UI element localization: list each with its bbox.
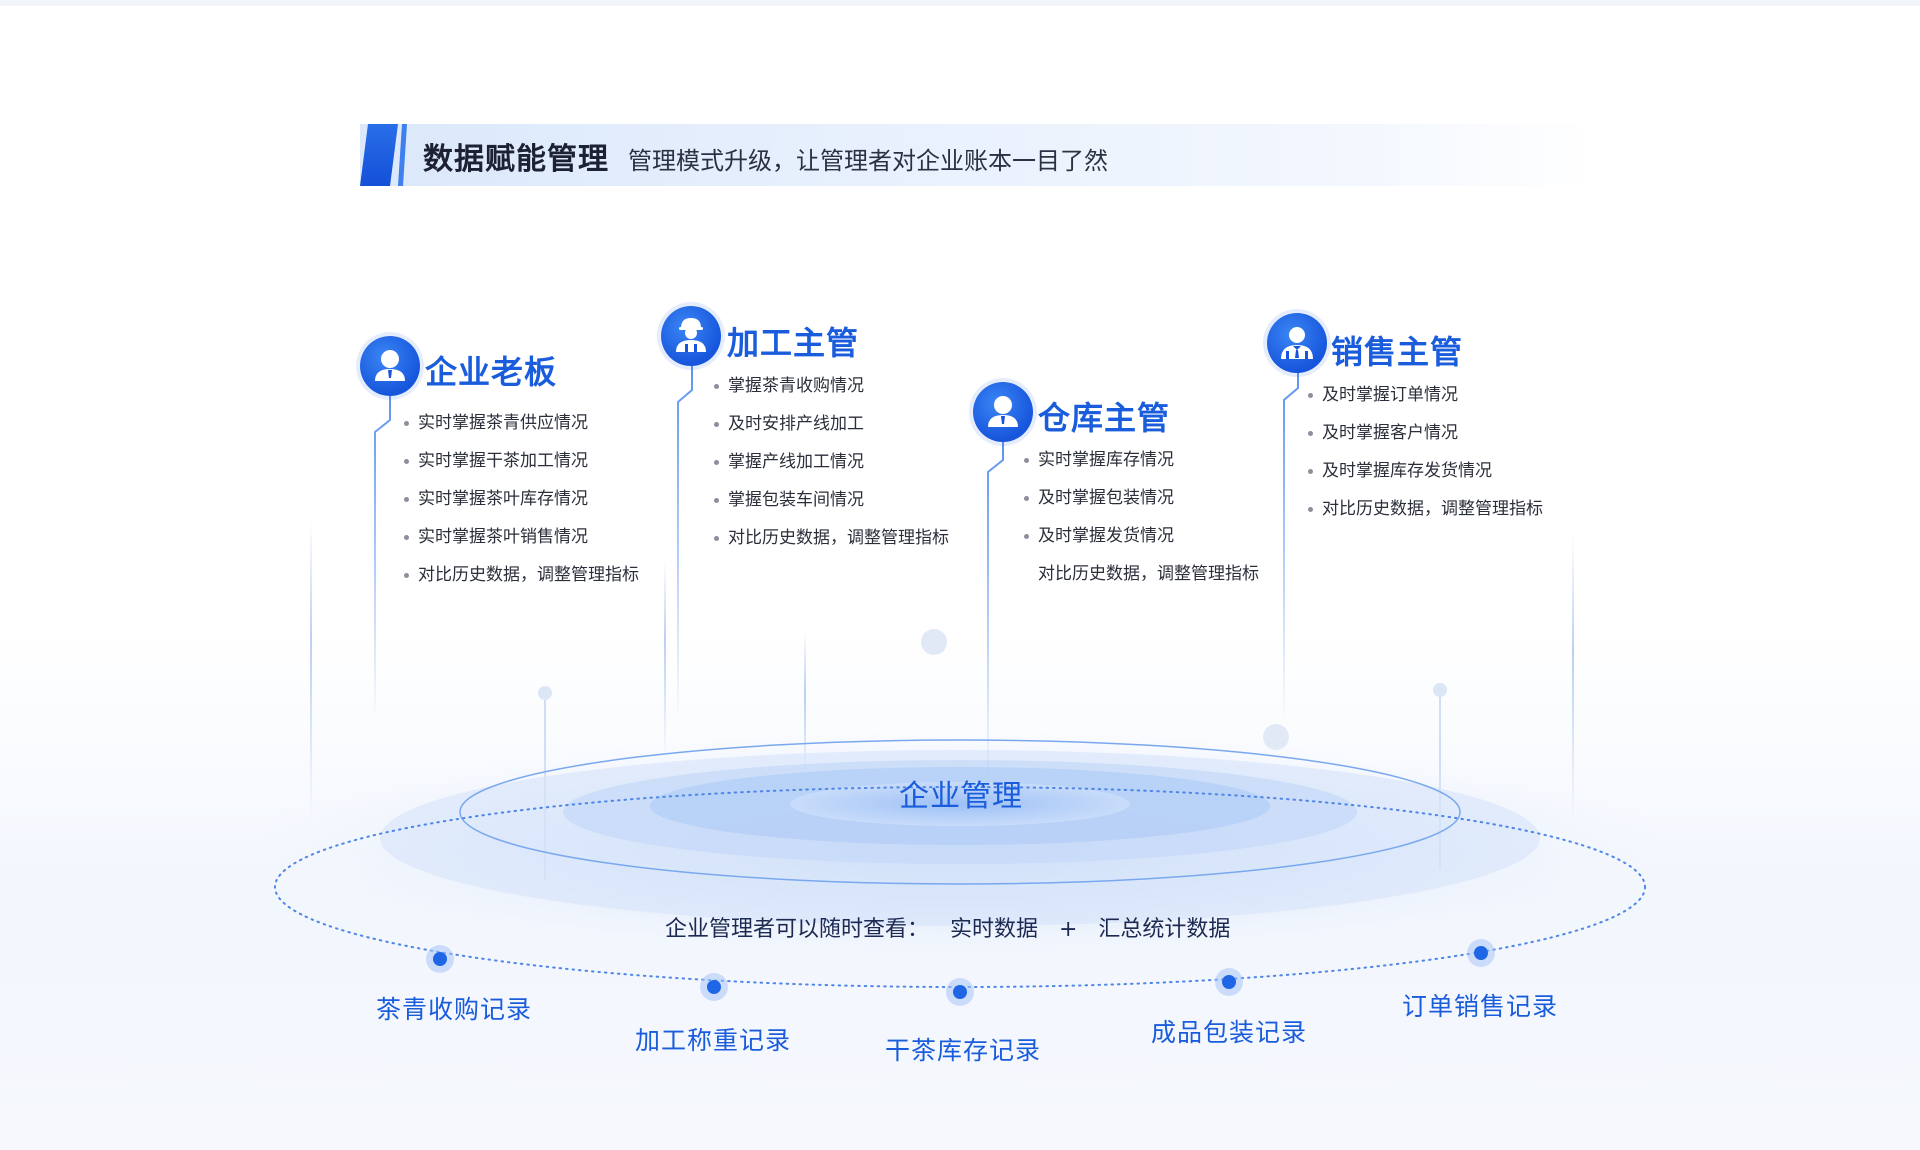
list-item: 对比历史数据，调整管理指标 [714,519,949,557]
list-item: 掌握产线加工情况 [714,443,949,481]
role-list-processing: 掌握茶青收购情况 及时安排产线加工 掌握产线加工情况 掌握包装车间情况 对比历史… [714,367,949,557]
role-title-boss: 企业老板 [425,353,558,391]
center-label: 企业管理 [899,779,1023,814]
list-item: 实时掌握茶叶销售情况 [404,518,639,556]
summary-realtime: 实时数据 [950,917,1039,942]
role-list-boss: 实时掌握茶青供应情况 实时掌握干茶加工情况 实时掌握茶叶库存情况 实时掌握茶叶销… [404,404,639,594]
role-title-warehouse: 仓库主管 [1038,399,1171,437]
list-item: 掌握茶青收购情况 [714,367,949,405]
top-divider [0,0,1920,6]
record-label-dry-tea-stock: 干茶库存记录 [885,1036,1042,1065]
list-item: 及时掌握包装情况 [1024,479,1259,517]
list-item: 实时掌握干茶加工情况 [404,442,639,480]
list-item: 对比历史数据，调整管理指标 [1038,564,1259,584]
header-banner [360,124,1595,186]
list-item: 实时掌握库存情况 [1024,441,1259,479]
role-list-sales: 及时掌握订单情况 及时掌握客户情况 及时掌握库存发货情况 对比历史数据，调整管理… [1308,376,1543,528]
header-accent-stripe [398,124,407,186]
user-icon [973,382,1033,442]
summary-aggregate: 汇总统计数据 [1098,917,1231,942]
list-item: 及时掌握客户情况 [1308,414,1543,452]
worker-icon [661,306,721,366]
list-item: 掌握包装车间情况 [714,481,949,519]
list-item: 及时安排产线加工 [714,405,949,443]
role-list-warehouse: 实时掌握库存情况 及时掌握包装情况 及时掌握发货情况 对比历史数据，调整管理指标 [1024,441,1259,593]
manager-icon [1267,313,1327,373]
summary-text: 企业管理者可以随时查看： 实时数据 + 汇总统计数据 [665,911,1230,943]
role-title-processing: 加工主管 [727,324,860,362]
list-item: 及时掌握发货情况 [1024,517,1259,555]
page-title: 数据赋能管理 [423,142,609,177]
list-item: 实时掌握茶叶库存情况 [404,480,639,518]
summary-prefix: 企业管理者可以随时查看： [665,917,930,942]
record-label-processing-weigh: 加工称重记录 [635,1026,792,1055]
record-label-sales-order: 订单销售记录 [1402,992,1559,1021]
list-item: 实时掌握茶青供应情况 [404,404,639,442]
list-item: 对比历史数据，调整管理指标 [1308,490,1543,528]
user-icon [360,336,420,396]
record-label-packaging: 成品包装记录 [1151,1018,1308,1047]
list-item: 对比历史数据，调整管理指标 [404,556,639,594]
page-subtitle: 管理模式升级，让管理者对企业账本一目了然 [628,147,1108,175]
record-label-tea-purchase: 茶青收购记录 [376,995,533,1024]
list-item: 及时掌握库存发货情况 [1308,452,1543,490]
list-item: 及时掌握订单情况 [1308,376,1543,414]
summary-plus: + [1059,917,1078,942]
role-title-sales: 销售主管 [1331,333,1464,371]
